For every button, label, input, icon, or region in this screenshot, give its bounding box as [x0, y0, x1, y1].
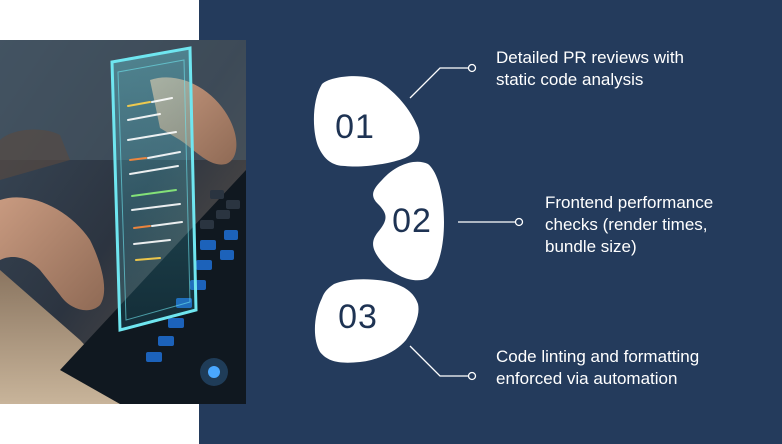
step-02-number: 02 [392, 202, 432, 240]
connector-01 [409, 67, 470, 99]
step-01-number: 01 [335, 108, 375, 146]
step-02-text: Frontend performance checks (render time… [545, 193, 714, 256]
step-01-text: Detailed PR reviews with static code ana… [496, 48, 685, 89]
petal-03-shape [314, 279, 419, 363]
step-03-number: 03 [338, 298, 378, 336]
step-03-text: Code linting and formatting enforced via… [496, 347, 700, 388]
petal-02-shape [373, 161, 444, 281]
connector-03 [409, 345, 470, 377]
laptop-hologram-photo [0, 40, 246, 404]
connector-03-dot [467, 371, 477, 381]
petal-01-shape [313, 76, 420, 167]
connector-01-dot [467, 63, 477, 73]
connector-02-dot [514, 217, 524, 227]
